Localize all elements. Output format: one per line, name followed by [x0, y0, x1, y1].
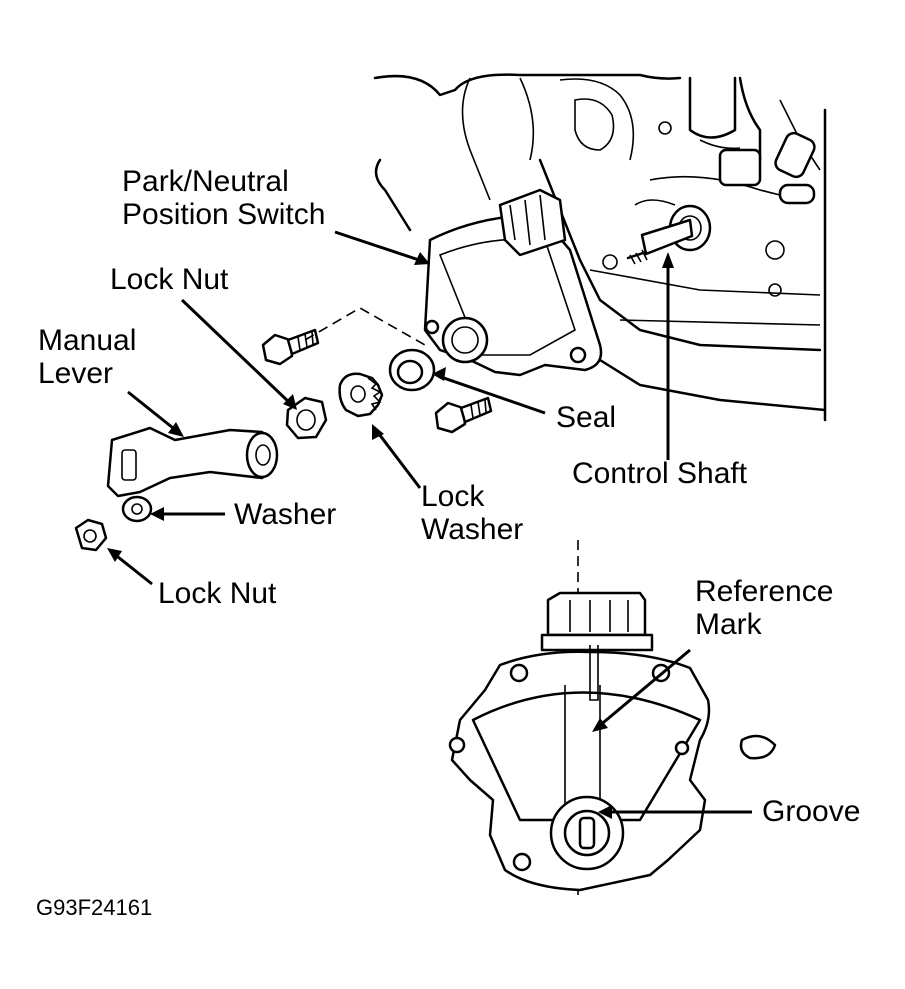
arrow-lock-washer [374, 429, 422, 489]
label-groove: Groove [762, 795, 861, 828]
label-reference-mark-line2: Mark [695, 608, 762, 641]
park-neutral-switch [423, 188, 603, 377]
transmission-case [373, 73, 827, 422]
switch-detail-view [448, 540, 777, 895]
label-washer: Washer [234, 498, 337, 531]
label-lock-washer-line2: Washer [421, 513, 524, 546]
label-switch-line1: Park/Neutral [122, 165, 289, 198]
label-lock-washer-line1: Lock [421, 480, 485, 513]
arrow-lock-nut-bottom [112, 551, 153, 586]
seal-part [388, 348, 436, 392]
lock-nut-upper-part [285, 396, 328, 440]
bolt-lower [434, 396, 493, 434]
control-shaft [626, 199, 712, 265]
lock-washer-part [338, 372, 384, 418]
label-seal: Seal [556, 401, 617, 434]
arrow-manual-lever [127, 390, 179, 434]
label-manual-lever-line1: Manual [38, 324, 137, 357]
label-switch-line2: Position Switch [122, 198, 326, 231]
lock-nut-lower-part [74, 518, 108, 552]
alignment-dashed-line [304, 307, 426, 346]
leader-arrows [107, 230, 752, 819]
label-reference-mark-line1: Reference [695, 575, 834, 608]
figure-code: G93F24161 [36, 895, 153, 920]
arrow-lock-nut-top [180, 298, 294, 407]
label-lock-nut-bottom: Lock Nut [158, 577, 277, 610]
arrow-switch [334, 230, 426, 264]
washer-part [121, 495, 153, 523]
bolt-upper [261, 328, 320, 366]
manual-lever-part [106, 426, 279, 498]
label-control-shaft: Control Shaft [572, 457, 748, 490]
label-lock-nut-top: Lock Nut [110, 263, 229, 296]
label-manual-lever-line2: Lever [38, 357, 114, 390]
arrow-reference-mark [597, 648, 691, 729]
arrow-seal [437, 374, 546, 415]
